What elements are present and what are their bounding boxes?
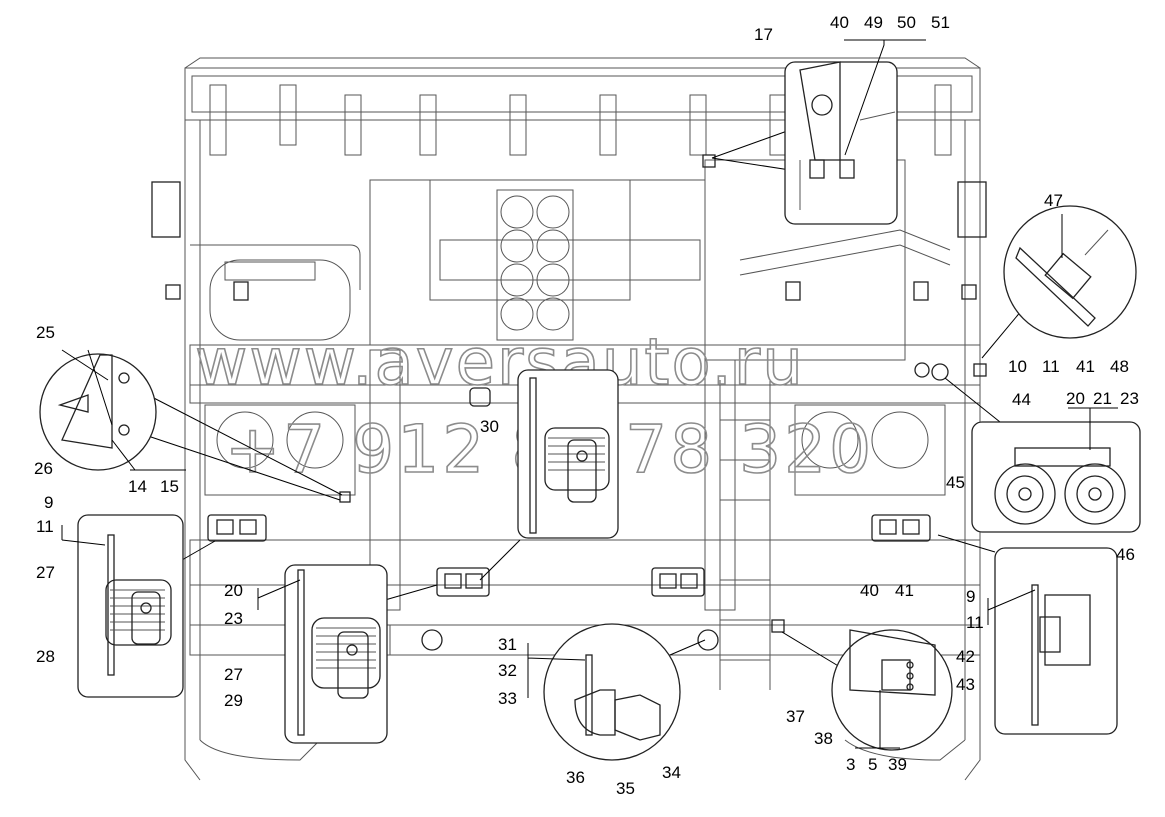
callout-labels: 25 26 14 15 9 11 27 28 20 23 27 29 30 31… <box>34 13 1139 798</box>
label-51: 51 <box>931 13 950 32</box>
label-25: 25 <box>36 323 55 342</box>
label-23-left: 23 <box>224 609 243 628</box>
label-42: 42 <box>956 647 975 666</box>
label-41-top: 41 <box>1076 357 1095 376</box>
label-9-left: 9 <box>44 493 53 512</box>
label-40-top: 40 <box>830 13 849 32</box>
label-32: 32 <box>498 661 517 680</box>
label-5: 5 <box>868 755 877 774</box>
watermark-url: www.aversauto.ru <box>195 326 805 400</box>
label-11-right-top: 11 <box>1042 357 1060 376</box>
callout-right-unit <box>937 534 1118 735</box>
label-40-bottom: 40 <box>860 581 879 600</box>
label-15: 15 <box>160 477 179 496</box>
label-11-right: 11 <box>966 613 984 632</box>
label-44: 44 <box>1012 390 1031 409</box>
label-14: 14 <box>128 477 147 496</box>
label-41-bottom: 41 <box>895 581 914 600</box>
label-45: 45 <box>946 473 965 492</box>
label-28: 28 <box>36 647 55 666</box>
label-11-left: 11 <box>36 517 54 536</box>
label-33: 33 <box>498 689 517 708</box>
callout-center-lamp <box>479 369 619 581</box>
callout-relay <box>981 205 1137 359</box>
label-26: 26 <box>34 459 53 478</box>
label-23-right: 23 <box>1120 389 1139 408</box>
callout-switch <box>781 629 953 751</box>
callout-reverse-alarm <box>527 623 706 761</box>
label-47: 47 <box>1044 191 1063 210</box>
label-37: 37 <box>786 707 805 726</box>
label-48: 48 <box>1110 357 1129 376</box>
label-27-center: 27 <box>224 665 243 684</box>
label-38: 38 <box>814 729 833 748</box>
label-20-right: 20 <box>1066 389 1085 408</box>
label-39: 39 <box>888 755 907 774</box>
callout-left-rear-lamp <box>61 514 216 698</box>
label-29: 29 <box>224 691 243 710</box>
label-3: 3 <box>846 755 855 774</box>
callout-mirror-lamp <box>711 39 926 225</box>
label-46: 46 <box>1116 545 1135 564</box>
callout-center-left-lamp <box>257 564 438 744</box>
label-50: 50 <box>897 13 916 32</box>
label-20-left: 20 <box>224 581 243 600</box>
label-21: 21 <box>1093 389 1112 408</box>
label-36: 36 <box>566 768 585 787</box>
label-17: 17 <box>754 25 773 44</box>
label-43: 43 <box>956 675 975 694</box>
label-49: 49 <box>864 13 883 32</box>
vehicle-rear-view <box>151 57 987 781</box>
callout-horns <box>944 377 1141 533</box>
label-27-left: 27 <box>36 563 55 582</box>
label-10: 10 <box>1008 357 1027 376</box>
label-35: 35 <box>616 779 635 798</box>
label-34: 34 <box>662 763 681 782</box>
label-9-right: 9 <box>966 587 975 606</box>
label-31: 31 <box>498 635 517 654</box>
callout-left-lamp <box>39 349 343 501</box>
label-30: 30 <box>480 417 499 436</box>
